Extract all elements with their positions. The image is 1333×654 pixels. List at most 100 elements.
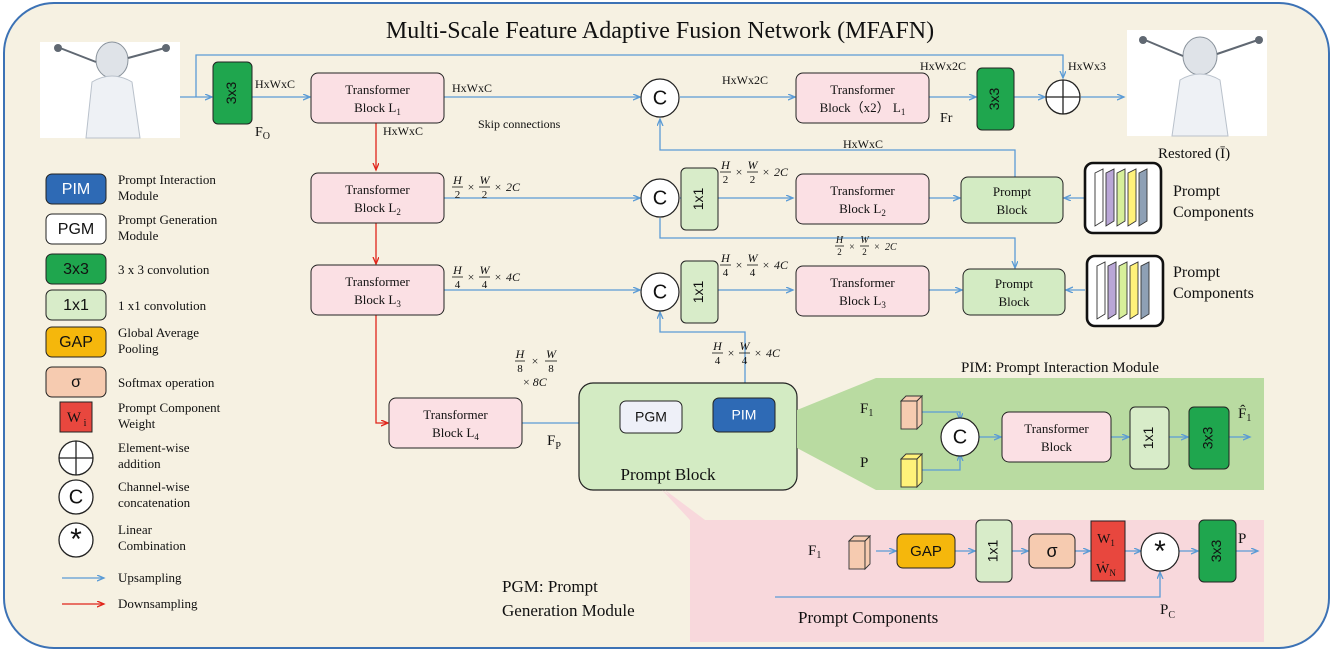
legend-symbol-text: 3x3 [63, 261, 89, 278]
svg-text:HxWxC: HxWxC [255, 77, 295, 91]
pim-box: PIM [712, 397, 776, 433]
frac-times: × [763, 165, 770, 179]
svg-text:W1: W1 [1097, 532, 1115, 548]
svg-text:σ: σ [1046, 541, 1057, 561]
frac-n: 4 [750, 267, 756, 279]
legend-text: Prompt Interaction [118, 172, 216, 187]
prompt-block-l3: Prompt Block [962, 268, 1066, 316]
prompt-components-label-1a: Prompt [1173, 183, 1221, 200]
restored-image [1127, 30, 1267, 137]
svg-text:PGM: Prompt: PGM: Prompt [502, 577, 598, 596]
svg-text:Prompt Block: Prompt Block [621, 465, 716, 484]
transformer-block-dec-l3: Transformer Block L3 [795, 265, 930, 317]
pgm-internal-lines [775, 551, 1258, 598]
legend-text: Global Average [118, 325, 199, 340]
svg-text:Block: Block [996, 202, 1028, 217]
legend-symbol-text: PGM [58, 221, 94, 238]
prompt-component-slice [1105, 168, 1115, 227]
legend-text: Linear [118, 522, 153, 537]
prompt-components-label-2b: Components [1173, 285, 1254, 302]
conv3x3-input: 3x3 [212, 61, 253, 125]
frac-times: × [728, 346, 735, 360]
add-node [1045, 79, 1081, 115]
svg-text:*: * [1154, 535, 1166, 568]
cube-front [900, 458, 918, 488]
conv1x1-level3: 1x1 [680, 260, 719, 324]
prompt-block-l2: Prompt Block [960, 176, 1064, 224]
pgm-weight-box: W1 ẆN [1090, 520, 1126, 582]
svg-text:Block L3: Block L3 [354, 292, 401, 309]
transformer-block-l1: Transformer Block L1 [310, 72, 445, 124]
svg-text:Transformer: Transformer [830, 82, 895, 97]
legend-text: concatenation [118, 495, 191, 510]
frac-n: 4 [723, 267, 729, 279]
frac-n: 2 [723, 174, 729, 186]
pgm-gap-box: GAP [896, 533, 956, 569]
pgm-combination-node: * [1140, 532, 1180, 572]
transformer-block-x2-l1: Transformer Block（x2） L1 [795, 72, 930, 124]
legend-text: Module [118, 228, 159, 243]
frac-n: 4 [455, 279, 461, 291]
frac-h: H [835, 235, 844, 246]
prompt-components-stack-2 [1085, 254, 1165, 328]
pim-conv1x1: 1x1 [1129, 406, 1170, 470]
frac-w: W [480, 263, 491, 277]
pgm-conv1x1: 1x1 [975, 519, 1013, 583]
svg-text:HxWx2C: HxWx2C [920, 59, 966, 73]
svg-text:Block: Block [998, 294, 1030, 309]
pim-p-label: P [860, 455, 868, 471]
svg-text:3x3: 3x3 [223, 82, 239, 105]
svg-text:Block: Block [1041, 439, 1073, 454]
legend-text: Prompt Component [118, 400, 221, 415]
frac-h: H [720, 251, 731, 265]
svg-text:C: C [653, 187, 667, 209]
svg-text:3x3: 3x3 [1208, 540, 1224, 563]
legend-symbol [45, 173, 107, 205]
legend-symbol-text: C [69, 486, 83, 508]
svg-text:PIM: Prompt Interaction Module: PIM: Prompt Interaction Module [961, 360, 1159, 376]
pgm-softmax-box: σ [1028, 533, 1076, 569]
svg-text:1x1: 1x1 [690, 281, 706, 304]
cube-side [916, 452, 923, 489]
prompt-component-slice [1129, 261, 1139, 320]
legend-text: addition [118, 456, 161, 471]
prompt-component-slice [1116, 168, 1126, 227]
svg-text:PIM: PIM [732, 407, 757, 423]
frac-c: 2C [774, 165, 789, 179]
prompt-component-slice [1138, 168, 1148, 227]
legend-symbol-text: W [67, 410, 82, 426]
concat-node-2: C [640, 178, 680, 218]
svg-text:Block L2: Block L2 [354, 200, 401, 217]
frac-times: × [736, 258, 743, 272]
svg-text:Block（x2） L1: Block（x2） L1 [820, 100, 906, 117]
legend-text: Channel-wise [118, 479, 190, 494]
svg-text:HxWx3: HxWx3 [1068, 59, 1106, 73]
svg-text:Skip connections: Skip connections [478, 117, 561, 131]
legend-symbol-text: * [70, 523, 82, 556]
legend-symbol [45, 289, 107, 321]
svg-text:Prompt: Prompt [995, 276, 1034, 291]
svg-text:Transformer: Transformer [345, 182, 410, 197]
frac-n: 4 [482, 279, 488, 291]
legend-symbol-text: GAP [59, 334, 93, 351]
svg-text:Block L3: Block L3 [839, 293, 886, 310]
frac-label-l3: H4×W4×4C [452, 263, 521, 291]
prompt-component-slice [1127, 168, 1137, 227]
legend-symbol [45, 253, 107, 285]
frac-h: H [712, 339, 723, 353]
dim-labels: HxWxC HxWxC HxWxC Skip connections HxWx2… [255, 59, 1106, 452]
prompt-component-slice [1107, 261, 1117, 320]
pgm-box: PGM [619, 400, 683, 434]
legend-item-up: Upsampling [62, 570, 182, 585]
frac-times: × [495, 180, 502, 194]
svg-text:HxWxC: HxWxC [452, 81, 492, 95]
svg-text:1x1: 1x1 [690, 188, 706, 211]
legend-symbol [45, 326, 107, 358]
transformer-block-l2: Transformer Block L2 [310, 172, 445, 224]
pgm-f1-label: F1 [808, 543, 821, 561]
